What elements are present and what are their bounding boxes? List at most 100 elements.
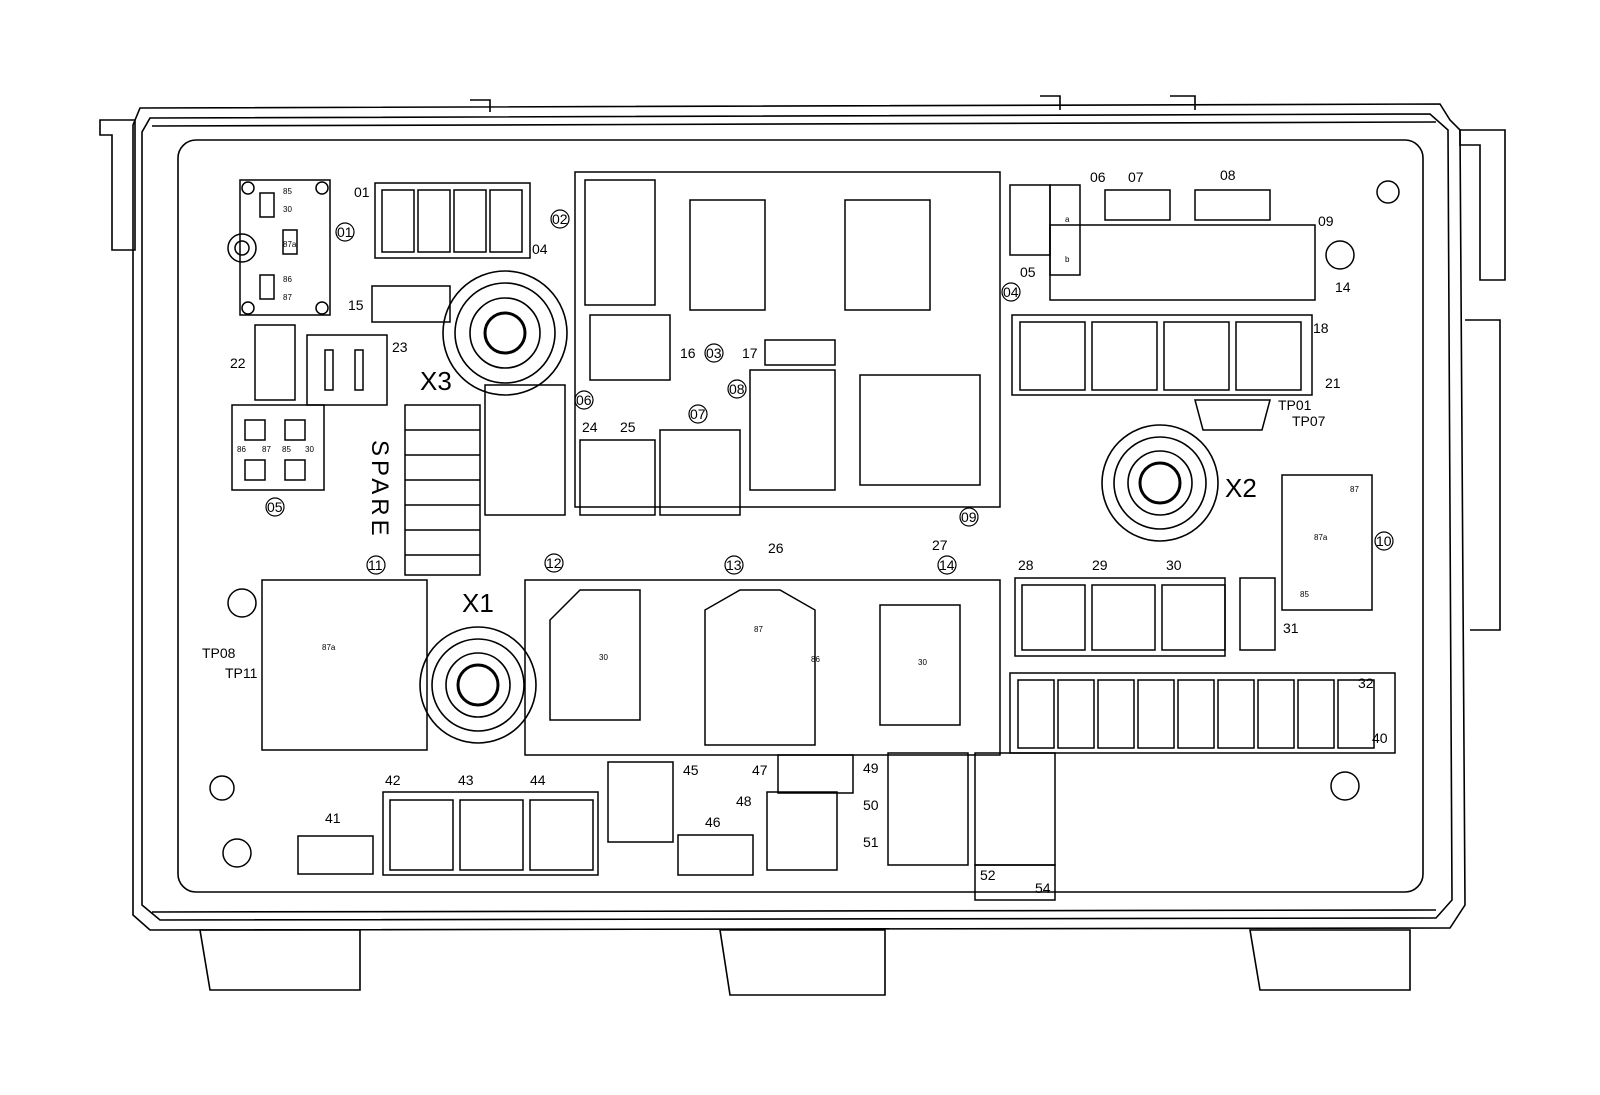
- housing-outer: [132, 103, 1466, 931]
- stud-x3: [442, 270, 568, 396]
- fuse-04-label: 04: [532, 241, 548, 257]
- fuse-44-label: 44: [530, 772, 546, 788]
- right-clip: [1465, 319, 1501, 631]
- fuse-41-label: 41: [325, 810, 341, 826]
- fuse-49-label: 49: [863, 760, 879, 776]
- pin-label: 85: [283, 187, 292, 196]
- fuse-06-label: 06: [1090, 169, 1106, 185]
- fuse-07-label: 07: [1128, 169, 1144, 185]
- fuse-26-label: 26: [768, 540, 784, 556]
- relay-11: [261, 579, 428, 751]
- mounting-holes: [209, 180, 1400, 868]
- pin-label: 86: [237, 445, 246, 454]
- relay-02-label: 02: [552, 211, 568, 227]
- bottom-fuse-relay-row: [297, 752, 1056, 901]
- fuse-42-label: 42: [385, 772, 401, 788]
- pin-label: 86: [811, 655, 820, 664]
- fuse-22: [254, 324, 296, 401]
- relay-01-label: 01: [337, 224, 353, 240]
- relay-13-label: 13: [726, 557, 742, 573]
- fuse-group-32-40: [1009, 672, 1396, 754]
- relay-07-label: 07: [690, 406, 706, 422]
- pin-label: b: [1065, 255, 1070, 264]
- pin-label: 87a: [1314, 533, 1328, 542]
- relay-05: [231, 404, 325, 491]
- fuse-47-label: 47: [752, 762, 768, 778]
- pin-label: a: [1065, 215, 1070, 224]
- fuse-29-label: 29: [1092, 557, 1108, 573]
- pin-label: 30: [305, 445, 314, 454]
- fuse-22-label: 22: [230, 355, 246, 371]
- fuse-54-label: 54: [1035, 880, 1051, 896]
- relay-10: [1281, 474, 1373, 611]
- tp01-label: TP01: [1278, 397, 1312, 413]
- pin-label: 85: [1300, 590, 1309, 599]
- relay-12-label: 12: [546, 555, 562, 571]
- fuse-14-label: 14: [1335, 279, 1351, 295]
- fuse-16-label: 16: [680, 345, 696, 361]
- relay-08-label: 08: [729, 381, 745, 397]
- relay-11-label: 11: [368, 557, 383, 573]
- fuse-28-label: 28: [1018, 557, 1034, 573]
- fuse-18-label: 18: [1313, 320, 1329, 336]
- tp07-label: TP07: [1292, 413, 1326, 429]
- fuse-17-label: 17: [742, 345, 758, 361]
- pin-label: 85: [282, 445, 291, 454]
- relay-06-label: 06: [576, 392, 592, 408]
- fuse-52-label: 52: [980, 867, 996, 883]
- relay-02-03-area: [484, 171, 1001, 516]
- right-latch: [1459, 129, 1506, 281]
- fuse-51-label: 51: [863, 834, 879, 850]
- fuse-40-label: 40: [1372, 730, 1388, 746]
- relay-04-label: 04: [1003, 284, 1019, 300]
- relay-23: [306, 334, 388, 406]
- fuse-43-label: 43: [458, 772, 474, 788]
- relay-01: [227, 179, 331, 316]
- housing-inner-panel: [177, 139, 1424, 893]
- fuse-05-label: 05: [1020, 264, 1036, 280]
- x2-label: X2: [1225, 473, 1257, 503]
- fuse-group-05-14: [1009, 184, 1355, 301]
- relay-09-label: 09: [961, 509, 977, 525]
- pin-label: 87a: [322, 643, 336, 652]
- fuse-15-label: 15: [348, 297, 364, 313]
- fuse-45-label: 45: [683, 762, 699, 778]
- relay-14-label: 14: [939, 557, 955, 573]
- pin-label: 86: [283, 275, 292, 284]
- pin-label: 30: [918, 658, 927, 667]
- bottom-tab-center: [719, 929, 886, 996]
- relay-group-12-14: [524, 579, 1001, 756]
- tp08-label: TP08: [202, 645, 236, 661]
- relay-group-28-31: [1014, 577, 1276, 657]
- relay-group-18-21: [1011, 314, 1313, 396]
- fuse-46-label: 46: [705, 814, 721, 830]
- x3-label: X3: [420, 366, 452, 396]
- fuse-15: [371, 285, 451, 323]
- fuse-23-label: 23: [392, 339, 408, 355]
- pin-label: 87: [1350, 485, 1359, 494]
- fuse-24-label: 24: [582, 419, 598, 435]
- relay-10-label: 10: [1376, 533, 1392, 549]
- fuse-27-label: 27: [932, 537, 948, 553]
- bottom-tab-left: [199, 929, 361, 991]
- fuse-group-01-04: [374, 182, 531, 259]
- fuse-09-label: 09: [1318, 213, 1334, 229]
- stud-x1: [419, 626, 537, 744]
- spare-label: SPARE: [366, 440, 393, 540]
- pin-label: 87a: [283, 240, 297, 249]
- relay-03-label: 03: [706, 345, 722, 361]
- left-latch: [99, 119, 136, 251]
- pin-label: 87: [754, 625, 763, 634]
- fuse-01-label: 01: [354, 184, 370, 200]
- pin-label: 87: [262, 445, 271, 454]
- pin-label: 87: [283, 293, 292, 302]
- pin-label: 30: [599, 653, 608, 662]
- fuse-08-label: 08: [1220, 167, 1236, 183]
- fuse-25-label: 25: [620, 419, 636, 435]
- fuse-50-label: 50: [863, 797, 879, 813]
- fuse-32-label: 32: [1358, 675, 1374, 691]
- fuse-30-label: 30: [1166, 557, 1182, 573]
- fuse-48-label: 48: [736, 793, 752, 809]
